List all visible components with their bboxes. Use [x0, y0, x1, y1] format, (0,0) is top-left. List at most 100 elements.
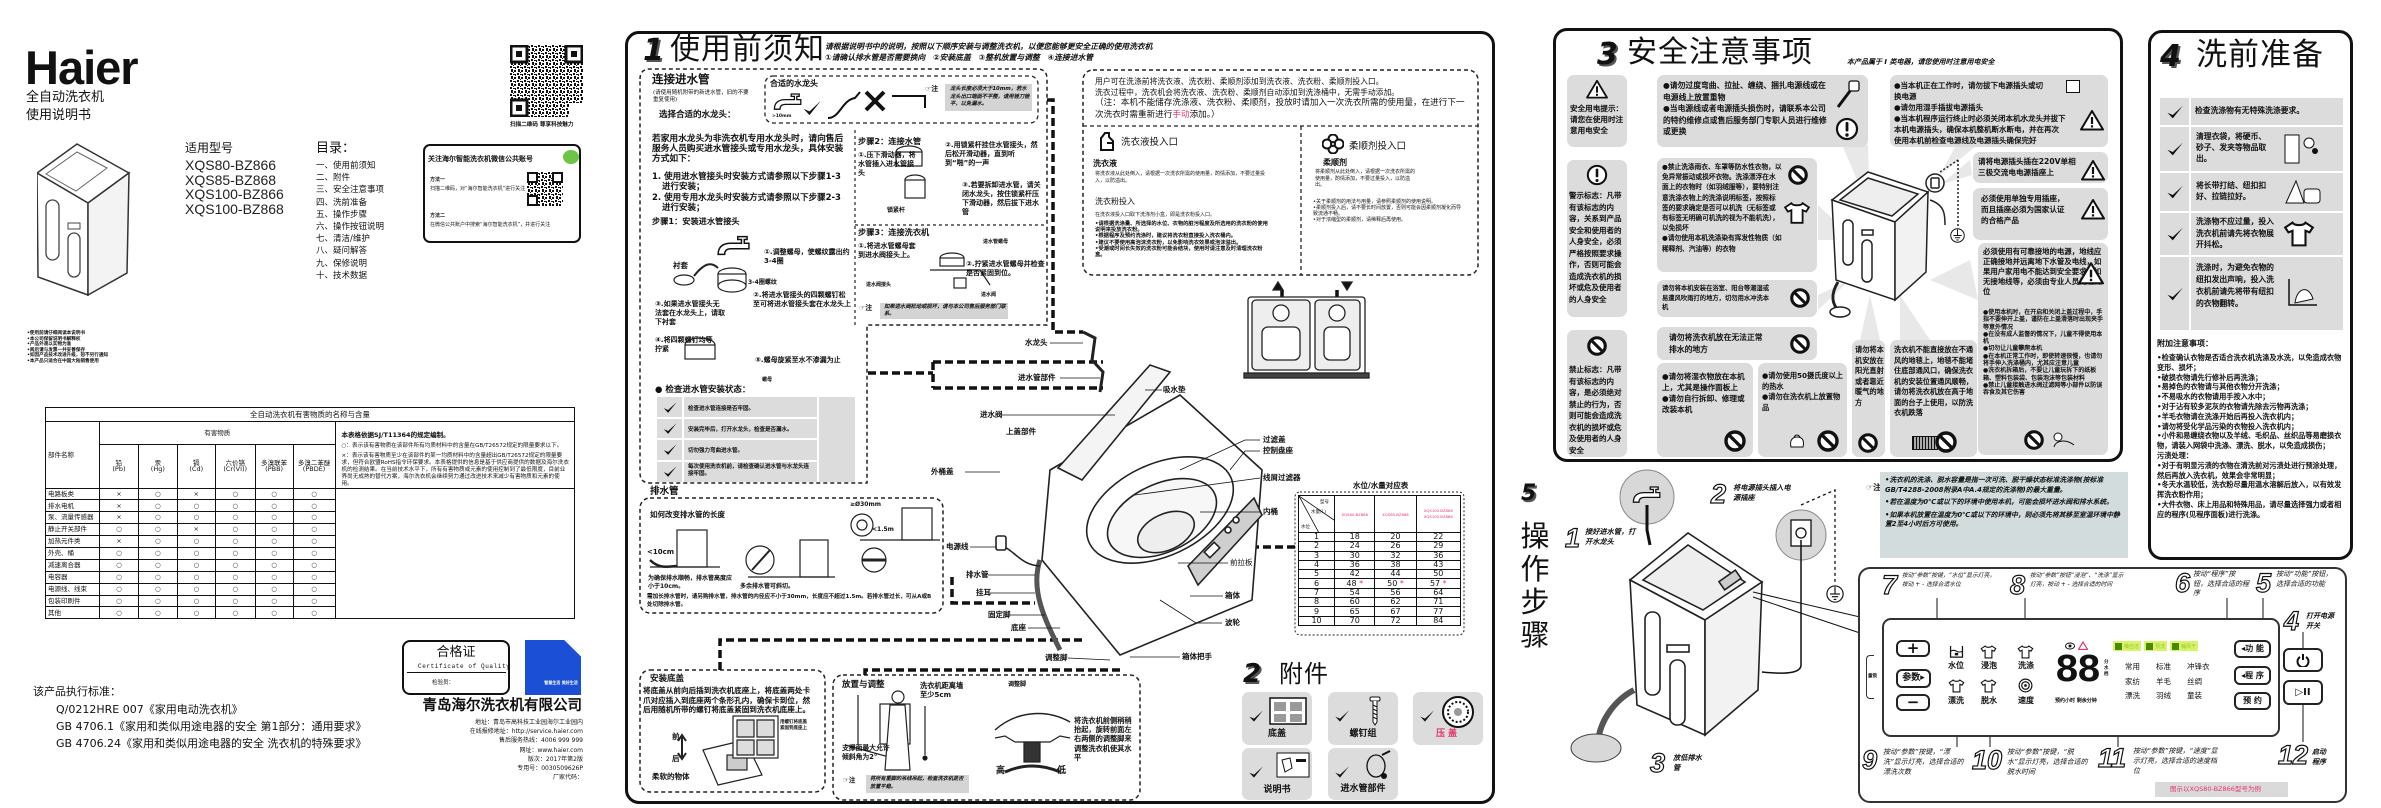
powder-description: 在洗衣液投入口取下洗涤剂小盒，即是洗衣粉投入口。 [1095, 212, 1216, 218]
cadmium-value: ○ [176, 582, 216, 596]
step-number: 1 [1564, 523, 1581, 553]
water-volume-cell: 38 [1374, 559, 1417, 571]
prewash-check-text: 检查洗涤物有无特殊洗涤要求。 [2195, 106, 2305, 115]
col-mercury: 汞(Hg) [137, 443, 178, 489]
prewash-check-text: 洗涤物不应过量，投入洗衣机前请先将衣物展开抖松。 [2196, 217, 2274, 249]
water-level: 7 [1297, 587, 1336, 599]
water-volume-cell: 50 * [1374, 578, 1417, 589]
standard-item: Q/0212HRE 007《家用电动洗衣机》 [56, 703, 243, 716]
water-volume: 48 [1346, 578, 1357, 588]
feature-icon [2146, 642, 2154, 650]
section5-title: 操作步骤 [1518, 520, 1552, 652]
lead-value: ○ [98, 523, 139, 537]
step-text: 按动“参数”按键，“脱水”显示灯亮，选择合适的脱水时间 [2007, 748, 2088, 776]
valve-connector-label: 进水阀接头 [866, 282, 892, 288]
extra-note: •易掉色的衣物请与其他衣物分开洗涤； [2157, 382, 2284, 392]
high-label: 高 [996, 766, 1006, 776]
label-inlet-hose: 进水管部件 [1018, 373, 1056, 382]
lead-value: × [98, 499, 139, 513]
children-warning: ●洗衣机拆箱后，不要让儿童玩拆下的纸板箱、塑料包装袋、包装泡沫等包装材料 [1983, 367, 2097, 382]
water-volume-cell: 71 [1415, 597, 1462, 608]
legend-prohibited: 禁止标志：凡带有该标志的内容，是必须绝对禁止的行为，否则可能会造成洗衣机的损坏或… [1567, 330, 1627, 457]
program-button: ◂程 序 [2234, 666, 2271, 685]
water-volume: 62 [1390, 597, 1401, 607]
label-inner-tub: 内桶 [1263, 507, 1278, 516]
socket-hand-icon [2066, 80, 2080, 93]
water-volume: 38 [1390, 560, 1401, 570]
section5-number: 5 [1521, 481, 1537, 506]
pbb-value: ○ [254, 594, 294, 608]
default-marker: * [1359, 578, 1364, 588]
power-icon [2296, 654, 2310, 667]
prewash-check-row: 洗涤时，为避免衣物的纽扣发出声响，投入洗衣机前请先将带有纽扣的衣物翻转。 [2160, 257, 2343, 330]
step3-note-label: ☞注 [859, 304, 873, 312]
check-icon [2165, 183, 2185, 201]
water-volume-cell: 64 [1415, 587, 1462, 599]
step-text: 按动“参数”按钮“浸泡”、“洗涤”显示灯亮，按动 + - 选择合适的时间 [2030, 573, 2124, 588]
water-volume-cell: 50 [1415, 569, 1462, 580]
water-volume-cell: 65 [1334, 606, 1376, 617]
drain-extend-text: 需加长排水管时，请另购排水管，排水管的内径应不小于30mm，长度应不超过1.5m… [647, 594, 932, 608]
lead-value: × [98, 535, 139, 548]
water-volume-cell: 32 [1374, 550, 1417, 561]
children-warning: ●禁止儿童接触进水阀过滤网等小部件以防误吞食及其它伤害 [1983, 381, 2103, 397]
label-outer-tub-cover: 外桶盖 [931, 467, 954, 476]
feature-indicator: 桶自洁 [2113, 641, 2142, 651]
check-icon [1418, 708, 1436, 724]
toc-item: 三、安全注意事项 [316, 185, 385, 196]
water-volume: 56 [1390, 587, 1401, 597]
extra-note: •小件和易缠绕衣物以及羊绒、毛织品、丝织品等易磨损衣物，请装入网袋中洗涤、漂洗、… [2157, 431, 2342, 451]
check-cell [2160, 213, 2191, 255]
company-info-line: 厂家代码： [552, 774, 583, 782]
cadmium-value: ○ [176, 558, 216, 572]
placement-note: 将所有重脚的吊线吊起，检查洗衣机是否放置平稳。 [870, 776, 964, 790]
water-volume: 72 [1390, 615, 1401, 625]
plug-warnings: ●当本机正在工作时，请勿拔下电源插头或切换电源 ●请勿用湿手插拔电源插头 ●当本… [1890, 75, 2108, 147]
label-absorbent-pad: 吸水垫 [1163, 385, 1186, 394]
extra-note: •对于沾有较多泥灰的衣物请先除去污物再洗涤； [2157, 401, 2313, 411]
bushing-label: 衬套 [673, 261, 688, 270]
models-title: 适用型号 [185, 141, 234, 155]
minus-button: − [1896, 694, 1930, 711]
table-corner: 型号 水量(L) 水位 [1297, 495, 1336, 533]
check-item: 每次使用洗衣机前，请检查确认进水管与水龙头连接牢固。 [688, 464, 810, 477]
water-volume-cell: 36 [1334, 559, 1376, 571]
program-option: 冲锋衣 [2187, 662, 2210, 671]
indicator-wash: 洗涤 [2018, 661, 2034, 670]
prewash-check-text: 洗涤时，为避免衣物的纽扣发出声响，投入洗衣机前请先将带有纽扣的衣物翻转。 [2196, 263, 2274, 308]
quality-certificate: 合格证 Certificate of Quality 检验员： [402, 640, 510, 695]
step-number: 9 [1861, 745, 1878, 775]
operation-note: •若在温度为0℃或以下的环境中使用本机，可能会损坏进水阀和排水系统。 [1885, 498, 2114, 507]
corner-model: 型号 [1320, 500, 1329, 505]
indicator-soak: 浸泡 [1981, 661, 1997, 670]
garment-warnings: ●禁止洗涤雨衣、车罩等防水性衣物，以免异常振动或损坏衣物。洗涤漂浮在水面上的衣物… [1657, 158, 1817, 272]
extra-notes-title: 附加注意事项： [2157, 339, 2213, 348]
operation-notes: ☞注 •洗衣机的洗涤、脱水容量是指一次可洗、脱干燥状态标准洗涤物(按标准GB/T… [1863, 472, 2128, 558]
step-number: 5 [2255, 568, 2272, 598]
product-type: 全自动洗衣机 [26, 90, 105, 105]
water-level-table: 型号 水量(L) 水位 XQS80-BZ866 XQS85-BZ868 XQS1… [1297, 495, 1462, 626]
part-name: 包装印刷件 [45, 594, 100, 608]
pbde-value: ○ [292, 499, 336, 513]
step1-item-1: ①.调整螺母，使螺纹露出约3-4圈 [764, 248, 850, 265]
label-handle: 箱体把手 [1182, 652, 1212, 661]
step2-item-3: ③.若要拆卸进水管，请关闭水龙头，按住锁紧杆压下滑动器，然后拔下进水管 [962, 181, 1041, 216]
feature-label: 桶风干 [2181, 643, 2197, 650]
legend-circle: ○：表示该有害物质在该部件所有均质材料中的含量在GB/T26572规定的限量要求… [341, 442, 563, 449]
schedule-button: 预 约 [2234, 692, 2271, 710]
prewash-check-row: 清理衣袋，将硬币、砂子、发夹等物品取出。 [2160, 127, 2343, 171]
col-symbol: (PBB) [265, 465, 284, 474]
check-cell [2160, 127, 2191, 171]
carpet-text: 洗衣机不能直接放在不通风的地毯上，地毯不能堵住底部通风口，确保洗衣机的安装位置通… [1894, 345, 1974, 417]
method-2: 2. 使用专用水龙头时安装方式请参照以下步骤2-3进行安装； [652, 193, 841, 213]
company-info-line: 售后服务热线：4006 999 999 [499, 737, 583, 745]
exclamation-icon [1586, 164, 1608, 186]
water-volume: 43 [1433, 560, 1444, 570]
water-volume-cell: 77 [1415, 606, 1462, 617]
model-footnote: 图示以XQS80-BZ866型号为例 [2170, 785, 2261, 793]
mercury-value: ○ [137, 523, 178, 537]
faucet-box-title: 合适的水龙头 [770, 79, 818, 88]
faucet-dimension: >10mm [772, 114, 792, 119]
pbde-value: ○ [292, 558, 336, 572]
